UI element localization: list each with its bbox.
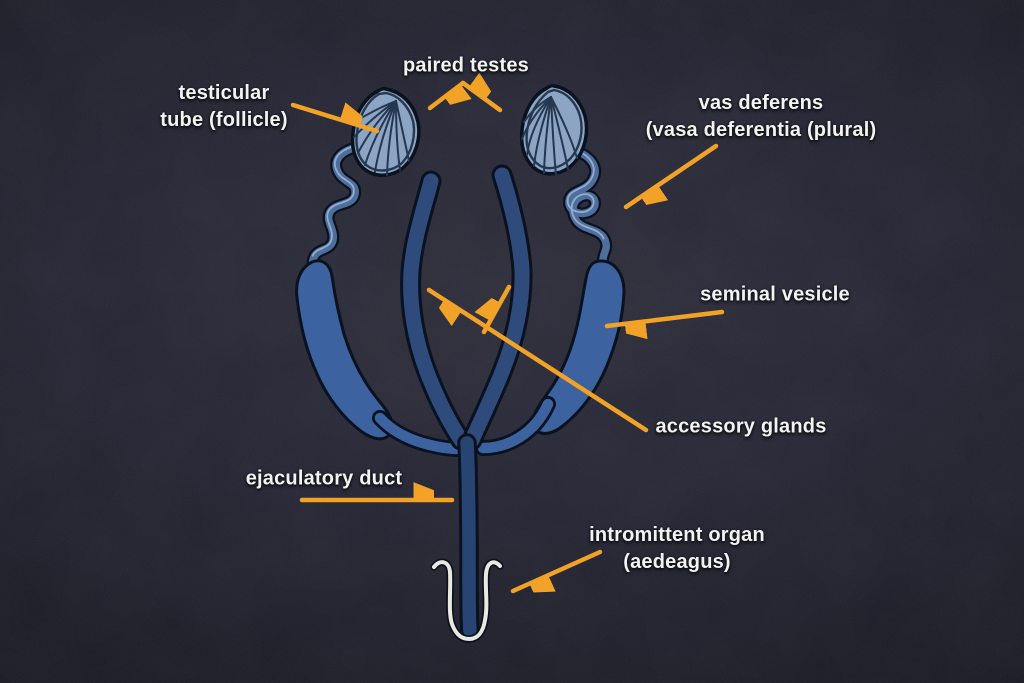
label-vas-deferens: vas deferens (vasa deferentia (plural) xyxy=(646,90,877,144)
label-ejaculatory-duct: ejaculatory duct xyxy=(245,467,403,490)
label-intromittent-organ-line1: intromittent organ xyxy=(589,524,765,546)
label-testicular-tube-line1: testicular xyxy=(178,82,270,104)
arrow-accessory-glands-branch xyxy=(484,284,512,335)
arrow-intromittent-organ xyxy=(510,549,603,591)
label-seminal-vesicle: seminal vesicle xyxy=(700,283,850,306)
part-accessory-gland-left xyxy=(400,170,472,451)
label-testicular-tube: testicular tube (follicle) xyxy=(160,80,287,134)
arrow-paired-testes-left xyxy=(427,80,463,108)
annotation-arrows xyxy=(290,80,725,591)
label-intromittent-organ-line2: (aedeagus) xyxy=(623,551,731,573)
part-vas-deferens-left xyxy=(306,141,363,276)
part-vas-deferens-right xyxy=(563,146,613,268)
label-intromittent-organ: intromittent organ (aedeagus) xyxy=(589,522,765,576)
part-seminal-vesicle-left xyxy=(295,259,467,457)
label-paired-testes: paired testes xyxy=(403,54,529,77)
part-aedeagus xyxy=(430,558,504,643)
label-vas-deferens-line1: vas deferens xyxy=(698,92,824,114)
label-accessory-glands: accessory glands xyxy=(655,415,827,438)
part-seminal-vesicle-right xyxy=(475,259,626,456)
part-accessory-gland-right xyxy=(461,164,533,451)
arrow-testicular-tube xyxy=(290,105,380,134)
part-ejaculatory-duct xyxy=(457,433,480,641)
label-vas-deferens-line2: (vasa deferentia (plural) xyxy=(645,119,877,141)
arrow-accessory-glands-main xyxy=(426,287,649,433)
arrow-seminal-vesicle xyxy=(604,309,725,326)
arrow-vas-deferens xyxy=(623,143,719,207)
part-testis-left xyxy=(350,86,421,177)
arrow-paired-testes-right xyxy=(460,83,503,113)
label-testicular-tube-line2: tube (follicle) xyxy=(160,109,288,131)
part-testis-right xyxy=(519,83,589,176)
